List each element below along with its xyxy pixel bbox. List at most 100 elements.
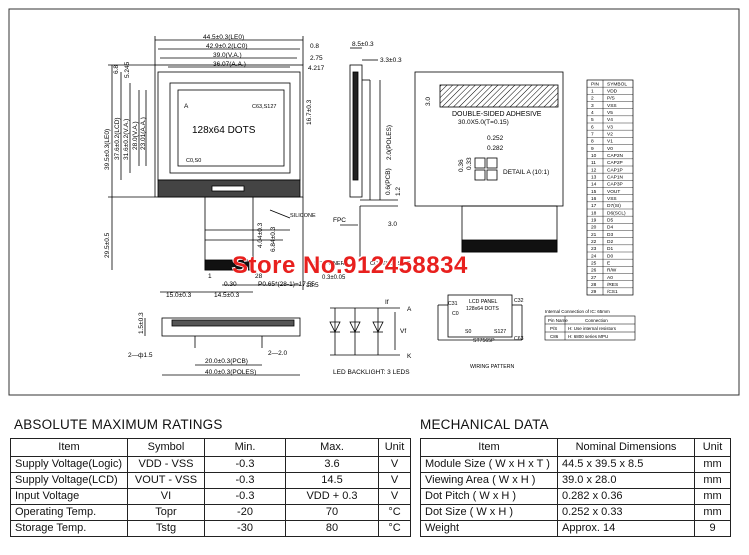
pin-number: 19 <box>591 218 597 224</box>
table-row: Module Size ( W x H x T )44.5 x 39.5 x 8… <box>420 456 731 473</box>
pin-number: 2 <box>591 96 594 102</box>
store-watermark: Store No.912458834 <box>232 252 468 279</box>
pin-symbol: V1 <box>607 139 613 145</box>
table-cell: -30 <box>204 520 286 537</box>
pin-number: 23 <box>591 246 597 252</box>
table-cell: -0.3 <box>204 488 286 505</box>
front-2-1-5: 2—ф1.5 <box>128 352 153 359</box>
pin-symbol: D1 <box>607 246 613 252</box>
pin-symbol: CAP1N <box>607 175 624 181</box>
pin-symbol: V0 <box>607 146 613 152</box>
table-cell: mm <box>694 504 731 521</box>
back-3-0: 3.0 <box>425 97 432 106</box>
dim-left-0: 6.8 <box>113 65 120 74</box>
pin-number: 1 <box>591 89 594 95</box>
pin-number: 15 <box>591 189 597 195</box>
pin-symbol: E <box>607 261 610 267</box>
table-cell: °C <box>378 520 411 537</box>
side-poles: 2.0(POLES) <box>386 125 393 160</box>
led-caption: LED BACKLIGHT: 3 LEDS <box>333 369 410 376</box>
pin-symbol: V4 <box>607 117 613 123</box>
wp-panel2: 128x64 DOTS <box>466 306 499 312</box>
dim-6-84: 6.84±0.3 <box>270 226 277 252</box>
table-cell: Operating Temp. <box>10 504 128 521</box>
table-cell: Dot Size ( W x H ) <box>420 504 558 521</box>
side-view-labels: 8.5±0.3 3.3±0.3 2.0(POLES) 0.6(PCB) 1.2 … <box>314 41 411 281</box>
dim-top-5: 2.75 <box>310 55 323 62</box>
back-adhesive: DOUBLE-SIDED ADHESIVE <box>452 111 542 118</box>
pin-symbol: VSS <box>607 196 617 202</box>
detail-0282: 0.282 <box>487 145 504 152</box>
pin-symbol: CAP1P <box>607 167 623 173</box>
dim-13-5: 13.5 <box>306 282 319 289</box>
pin-number: 18 <box>591 210 597 216</box>
pin-symbol: D4 <box>607 225 613 231</box>
pin-symbol: /CS1 <box>607 289 618 295</box>
dim-4-04: 4.04±0.3 <box>257 222 264 248</box>
detail-033: 0.33 <box>466 157 473 170</box>
side-fpc: FPC <box>333 217 346 224</box>
led-labels: If A K Vf LED BACKLIGHT: 3 LEDS <box>333 299 412 376</box>
table-cell: 14.5 <box>285 472 379 489</box>
dim-left-3: 37.6±0.2(LCD) <box>114 117 121 160</box>
dim-left-1: 5.245 <box>124 61 131 78</box>
wp-panel1: LCD PANEL <box>469 299 498 305</box>
pin-symbol: D5 <box>607 218 613 224</box>
pin-symbol: V3 <box>607 124 613 130</box>
side-3-3: 3.3±0.3 <box>380 57 402 64</box>
dim-16: 16.7±0.3 <box>306 99 313 125</box>
side-pcb: 0.6(PCB) <box>385 168 392 195</box>
wp-c63: C63 <box>514 336 524 342</box>
table-cell: 44.5 x 39.5 x 8.5 <box>557 456 695 473</box>
table-cell: 0.282 x 0.36 <box>557 488 695 505</box>
table-header-row: Item Nominal Dimensions Unit <box>420 438 731 457</box>
dim-29: 29.5±0.5 <box>104 232 111 258</box>
ic-r2c0: C86 <box>550 334 559 339</box>
pin-symbol: A0 <box>607 275 613 281</box>
mech-title: MECHANICAL DATA <box>420 417 549 432</box>
abs-max-table: Item Symbol Min. Max. Unit Supply Voltag… <box>10 438 411 537</box>
pin-symbol: VOUT <box>607 189 620 195</box>
dim-left-4: 31.6±0.2(V.A.) <box>123 119 130 160</box>
back-view <box>414 71 564 253</box>
dim-top-4: 0.8 <box>310 43 319 50</box>
pin-symbol: V5 <box>607 110 613 116</box>
side-stiffener: STIFFENER <box>314 261 345 267</box>
side-0-3: 0.3±0.05 <box>322 275 346 281</box>
wp-caption: WIRING PATTERN <box>470 364 514 370</box>
pin-number: 28 <box>591 282 597 288</box>
table-cell: 9 <box>694 520 731 537</box>
header-unit: Unit <box>378 438 411 457</box>
bottom-view <box>144 317 301 376</box>
led-if: If <box>385 299 389 306</box>
table-cell: 0.252 x 0.33 <box>557 504 695 521</box>
table-cell: -0.3 <box>204 456 286 473</box>
dim-top-3: 36.07(A.A.) <box>213 61 246 68</box>
back-adhesive-dim: 30.0X5.0(T=0.15) <box>458 119 509 126</box>
dim-pitch: P0.65*(28-1)=17.55 <box>258 281 315 288</box>
pin-number: 14 <box>591 182 597 188</box>
led-vf: Vf <box>400 328 406 335</box>
pin-number: 13 <box>591 175 597 181</box>
pin-header-symbol: SYMBOL <box>607 81 627 87</box>
table-cell: Viewing Area ( W x H ) <box>420 472 558 489</box>
pin-number: 20 <box>591 225 597 231</box>
table-cell: mm <box>694 488 731 505</box>
dim-14-5: 14.5±0.3 <box>214 292 240 299</box>
table-cell: Dot Pitch ( W x H ) <box>420 488 558 505</box>
pin-number: 27 <box>591 275 597 281</box>
table-cell: mm <box>694 456 731 473</box>
pin-number: 11 <box>591 160 596 166</box>
wp-c31: C31 <box>448 301 458 307</box>
table-cell: Weight <box>420 520 558 537</box>
detail-036: 0.36 <box>458 159 465 172</box>
pin-header-pin: PIN <box>591 81 600 87</box>
table-cell: -20 <box>204 504 286 521</box>
